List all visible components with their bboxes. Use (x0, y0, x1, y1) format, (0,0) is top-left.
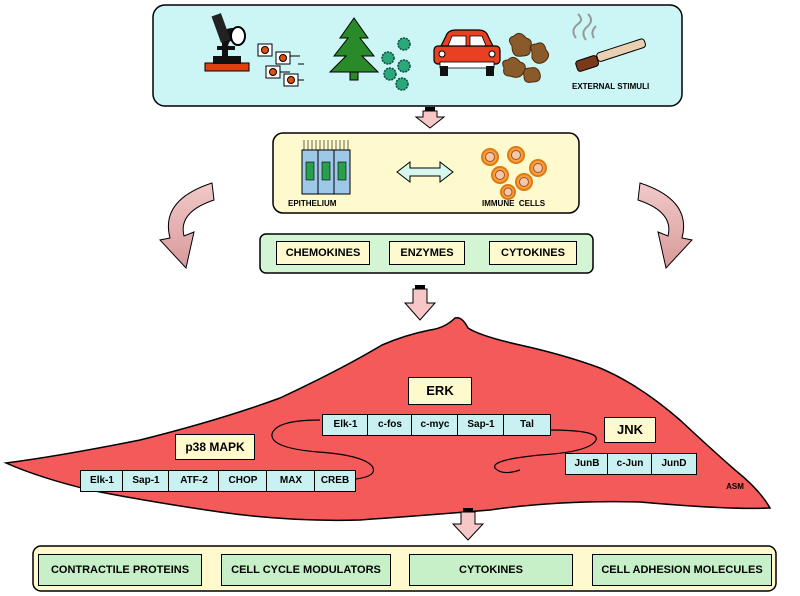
jnk-factor: c-Jun (607, 453, 653, 475)
mediator-chemokines: CHEMOKINES (276, 241, 370, 265)
microscope-icon (204, 13, 250, 72)
nucleus-loop-left (271, 419, 374, 481)
erk-factor: c-fos (367, 414, 413, 436)
external-stimuli-label: EXTERNAL STIMULI (572, 82, 650, 91)
erk-factor: c-myc (411, 414, 459, 436)
output-contractile-proteins: CONTRACTILE PROTEINS (38, 554, 202, 586)
p38-factor: Sap-1 (122, 470, 170, 492)
p38-factor: CREB (314, 470, 356, 492)
epithelium-label: EPITHELIUM (288, 199, 337, 208)
car-icon (433, 29, 501, 76)
output-cell-cycle-modulators: CELL CYCLE MODULATORS (221, 554, 391, 586)
jnk-factor: JunD (651, 453, 697, 475)
curved-arrow-left (159, 182, 215, 270)
asm-label: ASM (726, 482, 744, 491)
curved-arrow-right (637, 182, 693, 270)
kinase-jnk: JNK (604, 417, 656, 443)
p38-factor: ATF-2 (168, 470, 220, 492)
nucleus-loop-right (494, 429, 597, 474)
kinase-erk: ERK (408, 377, 472, 405)
output-cytokines: CYTOKINES (409, 554, 573, 586)
epithelium-icon (301, 140, 351, 195)
dust-icon (502, 32, 550, 83)
arrow-down-2 (403, 285, 437, 321)
immune-cells-label: IMMUNE CELLS (482, 199, 546, 208)
outputs-panel (32, 545, 777, 592)
kinase-p38: p38 MAPK (175, 434, 255, 460)
p38-factor: CHOP (218, 470, 268, 492)
arrow-down-3 (451, 508, 485, 541)
mediator-cytokines: CYTOKINES (489, 241, 577, 265)
arrow-down-1 (414, 107, 446, 129)
double-arrow-icon (396, 160, 454, 184)
pollen-icon (381, 37, 411, 91)
p38-factor: MAX (266, 470, 316, 492)
jnk-factor: JunB (565, 453, 609, 475)
erk-factor: Sap-1 (457, 414, 505, 436)
cell-cluster-icon (257, 43, 304, 87)
mediator-enzymes: ENZYMES (389, 241, 465, 265)
output-cell-adhesion-molecules: CELL ADHESION MOLECULES (592, 554, 772, 586)
p38-factor: Elk-1 (80, 470, 124, 492)
erk-factor: Elk-1 (322, 414, 369, 436)
tree-icon (328, 17, 380, 81)
erk-factor: Tal (503, 414, 551, 436)
immune-cells-icon (481, 146, 547, 200)
cigarette-icon (572, 13, 646, 72)
